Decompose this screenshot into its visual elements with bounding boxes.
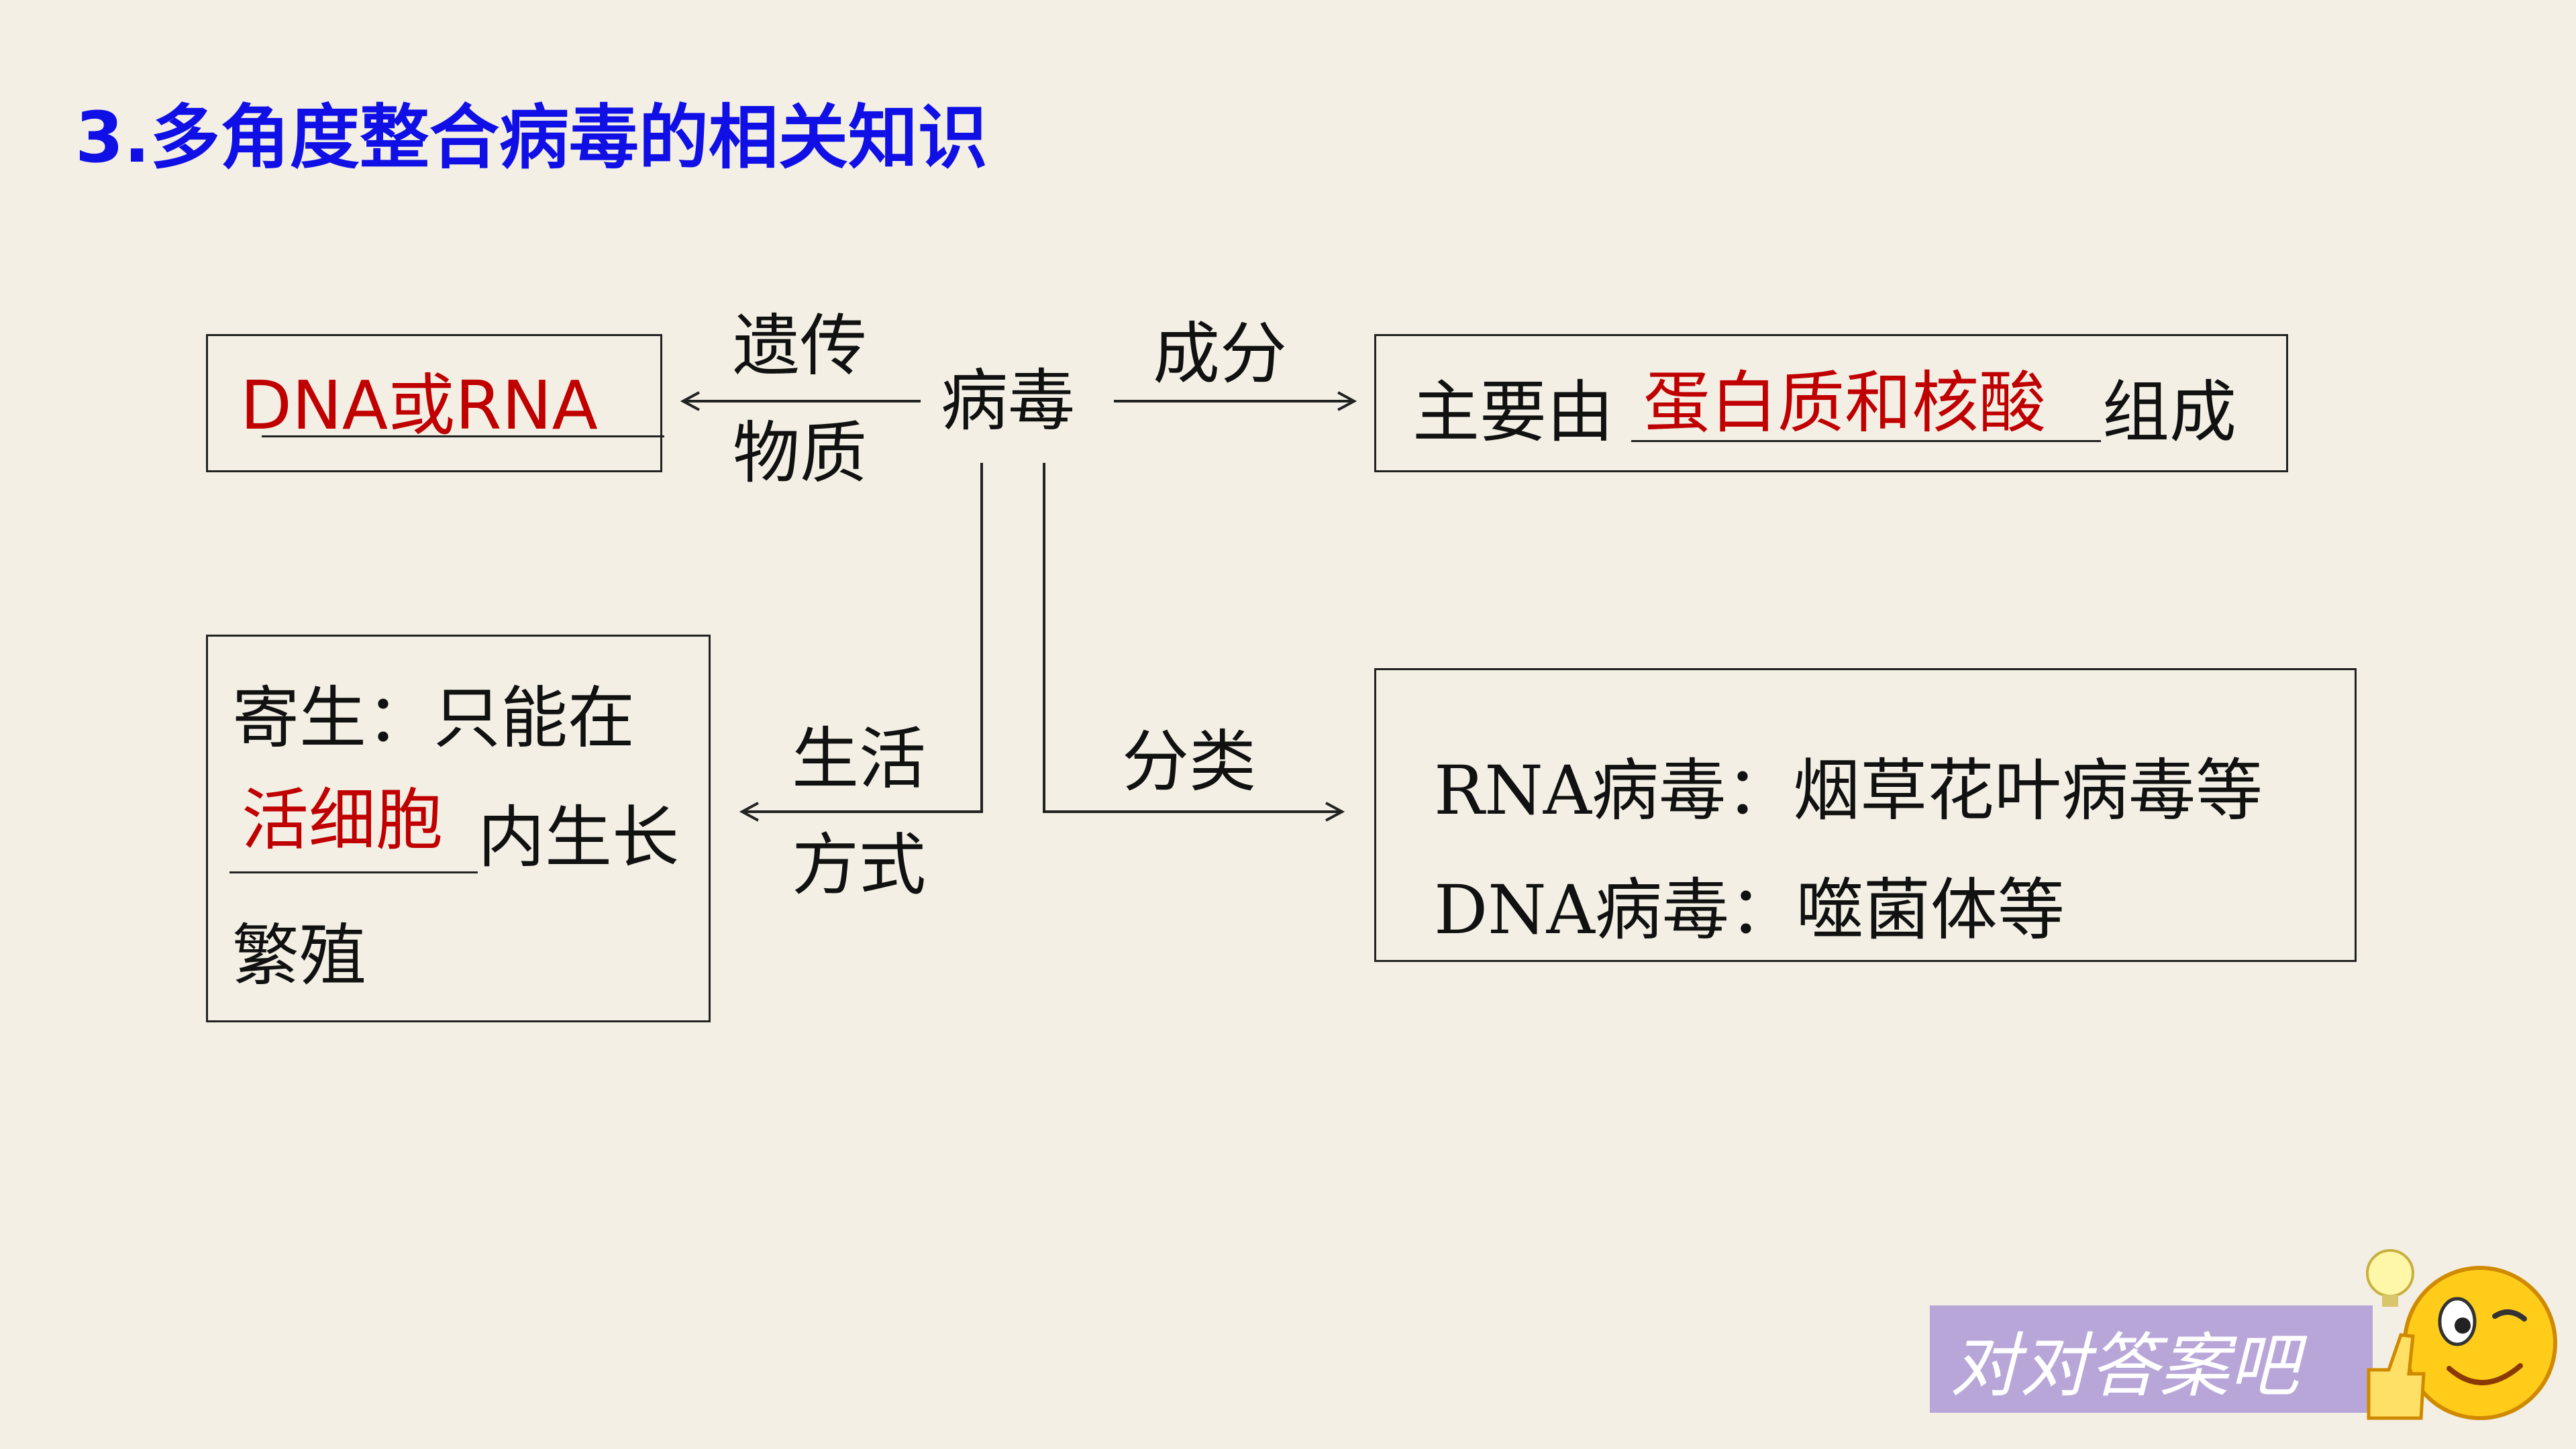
- answer-living-cell: 活细胞: [242, 781, 443, 859]
- lifestyle-line3: 繁殖: [232, 916, 366, 995]
- check-answer-label: 对对答案吧: [1950, 1324, 2300, 1407]
- composition-prefix: 主要由: [1412, 373, 1614, 451]
- page-title: 3.多角度整合病毒的相关知识: [75, 97, 988, 178]
- answer-blank-genetic: [262, 435, 664, 437]
- classification-dna: DNA病毒：噬菌体等: [1434, 871, 2065, 949]
- link-label-genetic-bottom: 物质: [733, 414, 867, 492]
- arrow-lifestyle: [742, 463, 983, 812]
- answer-blank-lifestyle: [229, 871, 478, 873]
- lifestyle-box: 寄生：只能在 活细胞 内生长 繁殖: [206, 635, 711, 1022]
- lifestyle-line1: 寄生：只能在: [232, 679, 635, 757]
- answer-blank-composition: [1631, 440, 2101, 442]
- lifestyle-line2-suffix: 内生长: [478, 798, 679, 877]
- check-answer-button[interactable]: 对对答案吧: [1930, 1305, 2373, 1413]
- classification-box: RNA病毒：烟草花叶病毒等 DNA病毒：噬菌体等: [1374, 668, 2357, 962]
- link-label-composition: 成分: [1153, 315, 1287, 393]
- answer-composition: 蛋白质和核酸: [1643, 364, 2046, 442]
- answer-genetic-material: DNA或RNA: [240, 366, 598, 445]
- link-label-lifestyle-top: 生活: [792, 720, 926, 798]
- center-node-virus: 病毒: [941, 362, 1075, 440]
- composition-suffix: 组成: [2102, 373, 2236, 451]
- link-label-lifestyle-bottom: 方式: [792, 826, 926, 904]
- classification-rna: RNA病毒：烟草花叶病毒等: [1434, 751, 2263, 830]
- arrow-classification: [1043, 463, 1342, 812]
- link-label-genetic-top: 遗传: [733, 307, 867, 385]
- link-label-classification: 分类: [1122, 722, 1256, 801]
- thumbs-up-smiley-icon: [2349, 1242, 2563, 1430]
- composition-box: 主要由 蛋白质和核酸 组成: [1374, 334, 2288, 472]
- genetic-material-box: DNA或RNA: [206, 334, 664, 472]
